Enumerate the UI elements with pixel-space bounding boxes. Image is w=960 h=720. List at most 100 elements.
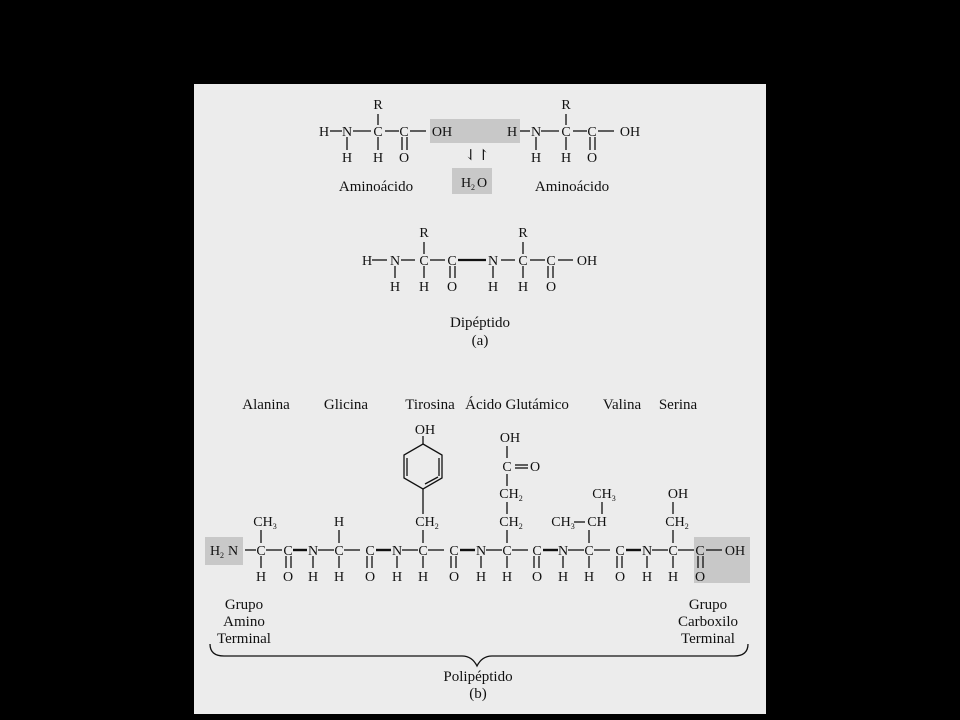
tyrosine-ch2: CH2 — [415, 515, 438, 531]
atom-h: H — [584, 570, 594, 585]
atom-h: H — [419, 280, 429, 295]
atom-c-carbonyl: C — [587, 125, 596, 140]
atom-h: H — [418, 570, 428, 585]
polypeptide-label: Polipéptido — [443, 669, 512, 685]
carboxyl-terminal-label: Terminal — [681, 631, 735, 647]
polypeptide-bracket — [209, 643, 749, 668]
atom-o: O — [532, 570, 542, 585]
r-group: R — [419, 226, 429, 241]
glycine-h: H — [334, 515, 344, 530]
glutamic-ch2: CH2 — [499, 487, 522, 503]
serine-oh: OH — [668, 487, 688, 502]
serine-ch2: CH2 — [665, 515, 688, 531]
atom-o: O — [695, 570, 705, 585]
hydroxyl-group: OH — [620, 125, 640, 140]
atom-c: C — [447, 254, 456, 269]
valine-ch: CH — [587, 515, 606, 530]
atom-n: N — [488, 254, 498, 269]
atom-o: O — [447, 280, 457, 295]
atom-h: H — [342, 151, 352, 166]
atom-h: H — [334, 570, 344, 585]
atom-c: C — [615, 544, 624, 559]
atom-c: C — [256, 544, 265, 559]
carboxyl-oh: OH — [725, 544, 745, 559]
atom-h: H — [308, 570, 318, 585]
atom-c: C — [419, 254, 428, 269]
glutamic-oh: OH — [500, 431, 520, 446]
atom-h: H — [362, 254, 372, 269]
atom-h: H — [256, 570, 266, 585]
caption-a: (a) — [472, 333, 489, 349]
backbone-below-atoms: H O H H O H H O H H O H H O H H O — [256, 570, 705, 585]
residue-name: Glicina — [324, 397, 368, 413]
atom-c: C — [502, 544, 511, 559]
water-o: O — [477, 176, 487, 191]
r-group: R — [518, 226, 528, 241]
amino-acid-label: Aminoácido — [535, 179, 609, 195]
atom-o: O — [546, 280, 556, 295]
atom-n: N — [390, 254, 400, 269]
water-h: H — [461, 176, 471, 191]
dipeptide: R R H N C C N C C OH H H O H H O Dipépti… — [362, 226, 597, 349]
atom-n: N — [342, 125, 352, 140]
atom-h: H — [373, 151, 383, 166]
atom-c-alpha: C — [561, 125, 570, 140]
water-subscript: 2 — [471, 183, 475, 192]
side-chains: CH3 H OH CH2 OH C O CH2 CH2 CH3 CH3 CH O… — [253, 423, 688, 531]
atom-o: O — [365, 570, 375, 585]
atom-n: N — [642, 544, 652, 559]
atom-o: O — [615, 570, 625, 585]
atom-o: O — [449, 570, 459, 585]
amino-acid-1: R H N C C OH H H O Aminoácido — [319, 98, 452, 195]
atom-c: C — [695, 544, 704, 559]
atom-c: C — [584, 544, 593, 559]
amino-subscript: 2 — [220, 551, 224, 560]
atom-h: H — [561, 151, 571, 166]
atom-n: N — [476, 544, 486, 559]
atom-n: N — [392, 544, 402, 559]
atom-c: C — [532, 544, 541, 559]
amino-terminal-label: Terminal — [217, 631, 271, 647]
polypeptide-backbone: H 2 N C C N C C N C C N C C N C C N C C … — [210, 544, 745, 560]
glutamic-ch2: CH2 — [499, 515, 522, 531]
dipeptide-label: Dipéptido — [450, 315, 510, 331]
atom-h: H — [558, 570, 568, 585]
atom-h: H — [390, 280, 400, 295]
hydroxyl-group: OH — [577, 254, 597, 269]
amino-terminal-label: Amino — [223, 614, 265, 630]
atom-h: H — [476, 570, 486, 585]
atom-h: H — [642, 570, 652, 585]
residue-name: Alanina — [242, 397, 290, 413]
glutamic-o: O — [530, 460, 540, 475]
hydroxyl-highlight — [430, 119, 520, 143]
atom-h: H — [531, 151, 541, 166]
atom-c: C — [334, 544, 343, 559]
atom-n: N — [531, 125, 541, 140]
water-highlight — [452, 168, 492, 194]
carboxyl-terminal-label: Grupo — [689, 597, 727, 613]
residue-names: Alanina Glicina Tirosina Ácido Glutámico… — [242, 396, 697, 413]
caption-b: (b) — [469, 686, 487, 702]
r-group: R — [561, 98, 571, 113]
atom-c-carbonyl: C — [399, 125, 408, 140]
atom-n: N — [308, 544, 318, 559]
amino-terminal-highlight — [205, 537, 243, 565]
alanine-ch3: CH3 — [253, 515, 276, 531]
atom-h: H — [502, 570, 512, 585]
atom-h: H — [507, 125, 517, 140]
atom-c: C — [365, 544, 374, 559]
atom-h: H — [319, 125, 329, 140]
atom-h: H — [488, 280, 498, 295]
atom-c: C — [418, 544, 427, 559]
atom-h: H — [518, 280, 528, 295]
amino-acid-2: R H N C C OH H H O Aminoácido — [507, 98, 640, 195]
atom-c: C — [546, 254, 555, 269]
atom-o: O — [283, 570, 293, 585]
residue-name: Valina — [603, 397, 642, 413]
residue-name: Ácido Glutámico — [465, 396, 569, 413]
amino-n: N — [228, 544, 238, 559]
r-group: R — [373, 98, 383, 113]
atom-o: O — [399, 151, 409, 166]
residue-name: Tirosina — [405, 397, 455, 413]
amino-acid-label: Aminoácido — [339, 179, 413, 195]
